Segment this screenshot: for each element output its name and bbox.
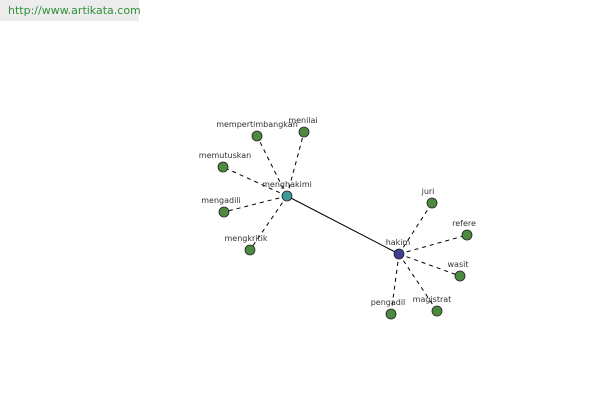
node-label-refere: refere — [452, 219, 476, 228]
node-refere[interactable]: refere — [452, 219, 476, 241]
node-circle-pengadil[interactable] — [385, 308, 397, 320]
node-mengadili[interactable]: mengadili — [201, 196, 241, 218]
edge-hakim-wasit — [398, 253, 461, 277]
node-circle-hakim[interactable] — [393, 248, 405, 260]
node-label-mempertimbangkan: mempertimbangkan — [216, 120, 298, 129]
node-label-mengadili: mengadili — [201, 196, 241, 205]
edge-menghakimi-mengadili — [223, 195, 288, 213]
node-circle-mengkritik[interactable] — [244, 244, 256, 256]
node-circle-menilai[interactable] — [298, 126, 310, 138]
edge-menghakimi-mempertimbangkan — [256, 135, 288, 197]
source-banner: http://www.artikata.com — [0, 0, 141, 21]
node-label-menilai: menilai — [288, 116, 317, 125]
node-label-pengadil: pengadil — [371, 298, 406, 307]
node-wasit[interactable]: wasit — [448, 260, 469, 282]
node-hakim[interactable]: hakim — [386, 238, 411, 260]
node-circle-mempertimbangkan[interactable] — [251, 130, 263, 142]
source-link[interactable]: http://www.artikata.com — [8, 4, 141, 17]
node-menilai[interactable]: menilai — [288, 116, 318, 138]
edge-hakim-magistrat — [398, 253, 438, 312]
node-magistrat[interactable]: magistrat — [413, 295, 452, 317]
edge-hakim-juri — [398, 202, 433, 255]
node-circle-magistrat[interactable] — [431, 305, 443, 317]
edge-menghakimi-hakim — [286, 195, 400, 255]
edges-layer — [222, 131, 468, 315]
node-label-magistrat: magistrat — [413, 295, 452, 304]
edge-menghakimi-memutuskan — [222, 166, 288, 197]
edge-hakim-refere — [398, 234, 468, 255]
node-label-hakim: hakim — [386, 238, 411, 247]
node-mengkritik[interactable]: mengkritik — [225, 234, 268, 256]
node-circle-mengadili[interactable] — [218, 206, 230, 218]
node-label-memutuskan: memutuskan — [199, 151, 251, 160]
node-mempertimbangkan[interactable]: mempertimbangkan — [216, 120, 298, 142]
node-label-wasit: wasit — [448, 260, 469, 269]
edge-menghakimi-mengkritik — [249, 195, 288, 251]
node-circle-memutuskan[interactable] — [217, 161, 229, 173]
node-memutuskan[interactable]: memutuskan — [199, 151, 251, 173]
node-label-juri: juri — [421, 187, 435, 196]
edge-menghakimi-menilai — [286, 131, 305, 197]
node-label-mengkritik: mengkritik — [225, 234, 268, 243]
node-circle-juri[interactable] — [426, 197, 438, 209]
node-juri[interactable]: juri — [421, 187, 438, 209]
node-circle-menghakimi[interactable] — [281, 190, 293, 202]
edge-hakim-pengadil — [390, 253, 400, 315]
node-circle-refere[interactable] — [461, 229, 473, 241]
node-pengadil[interactable]: pengadil — [371, 298, 406, 320]
node-circle-wasit[interactable] — [454, 270, 466, 282]
node-label-menghakimi: menghakimi — [262, 180, 312, 189]
node-menghakimi[interactable]: menghakimi — [262, 180, 312, 202]
